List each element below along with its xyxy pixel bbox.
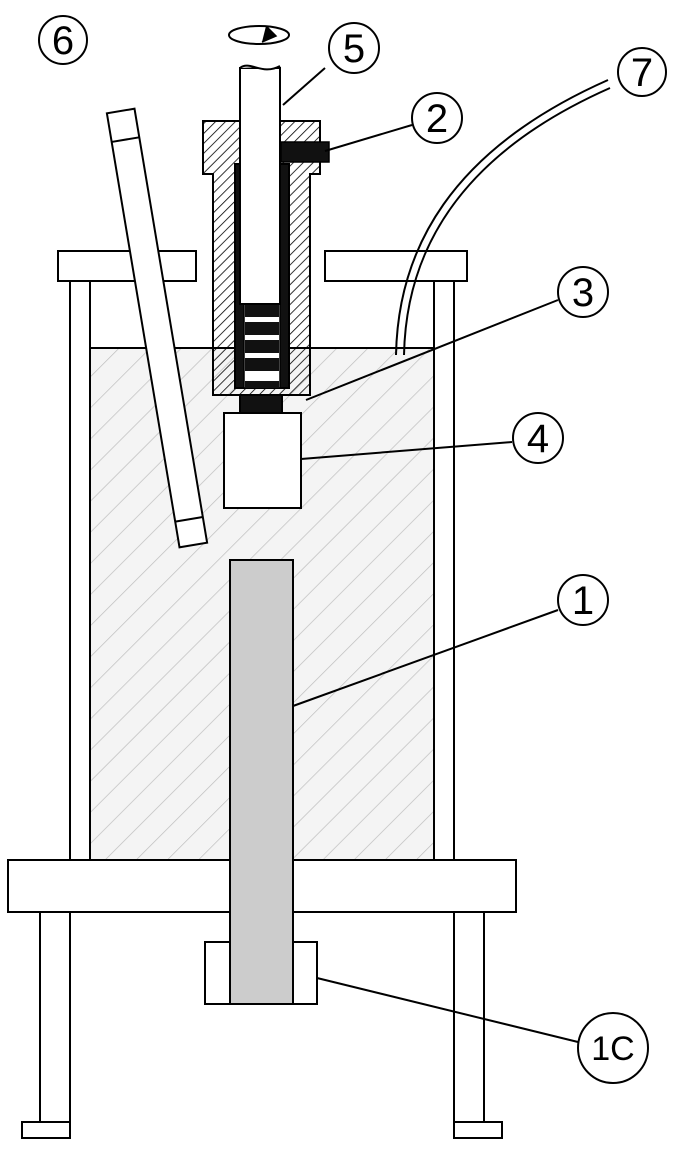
mixing-block (223, 412, 302, 509)
callout-2-text: 2 (426, 97, 448, 141)
leg-left (39, 911, 71, 1123)
set-screw (280, 141, 330, 163)
foot-left (21, 1121, 71, 1139)
tilted-tube (105, 107, 209, 549)
callout-2: 2 (411, 92, 463, 144)
callout-4-text: 4 (527, 417, 549, 461)
callout-1-text: 1 (572, 579, 594, 623)
callout-3-text: 3 (572, 271, 594, 315)
central-rod (229, 559, 294, 1005)
lid-flange-right (324, 250, 468, 282)
callout-5: 5 (328, 22, 380, 74)
drive-shaft (239, 67, 281, 305)
callout-7: 7 (617, 47, 667, 97)
callout-3: 3 (557, 266, 609, 318)
callout-1c: 1C (577, 1012, 649, 1084)
leader-lines (282, 67, 579, 1043)
callout-4: 4 (512, 412, 564, 464)
lid-flange-left (57, 250, 197, 282)
foot-right (453, 1121, 503, 1139)
callout-7-text: 7 (631, 51, 653, 95)
curved-tube-outer (395, 79, 609, 356)
shaft-coupling (239, 394, 283, 414)
curved-tube-inner (403, 87, 611, 356)
shaft-break-mark (239, 64, 281, 71)
vessel-wall-left (69, 279, 91, 861)
callout-1: 1 (557, 574, 609, 626)
rotation-arrow-icon (228, 25, 290, 45)
callout-6: 6 (38, 15, 88, 65)
seal-rings (245, 304, 279, 388)
callout-6-text: 6 (52, 19, 74, 63)
vessel-wall-right (433, 279, 455, 861)
callout-1c-text: 1C (591, 1030, 634, 1068)
callout-5-text: 5 (343, 27, 365, 71)
